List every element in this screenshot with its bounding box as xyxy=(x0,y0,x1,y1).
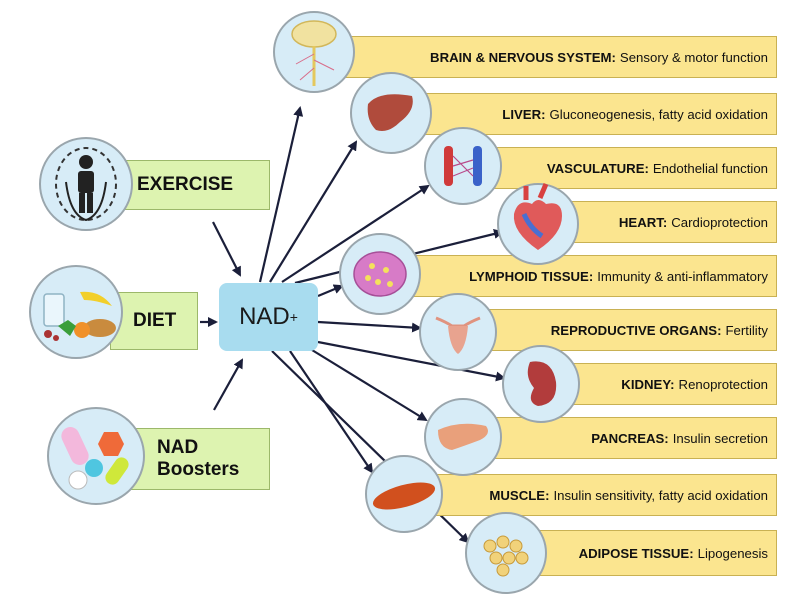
arrow-exercise-to-nad xyxy=(212,221,241,277)
organ-label-heart: HEART: xyxy=(618,214,668,230)
uterus-icon xyxy=(419,293,497,371)
arrow-nad-to-brain xyxy=(258,106,304,283)
pancreas-icon xyxy=(424,398,502,476)
organ-label-brain: BRAIN & NERVOUS SYSTEM: xyxy=(430,49,616,65)
output-box-muscle: MUSCLE:Insulin sensitivity, fatty acid o… xyxy=(405,474,777,516)
fat-cells-icon xyxy=(465,512,547,594)
arrow-nad-to-kidney xyxy=(317,340,506,382)
organ-label-lymphoid: LYMPHOID TISSUE: xyxy=(469,268,594,284)
supplement-pills-icon xyxy=(47,407,145,505)
output-box-reproductive: REPRODUCTIVE ORGANS:Fertility xyxy=(455,309,777,351)
arrow-nad-to-reproductive xyxy=(317,320,422,333)
nad-node: NAD+ xyxy=(219,283,318,351)
function-label-pancreas: Insulin secretion xyxy=(672,430,768,446)
organ-label-kidney: KIDNEY: xyxy=(621,376,675,392)
arrow-nad-to-lymphoid xyxy=(317,284,344,298)
function-label-heart: Cardioprotection xyxy=(671,214,768,230)
nad-superscript: + xyxy=(289,309,298,325)
arrow-nad-to-vasculature xyxy=(281,184,430,283)
output-box-kidney: KIDNEY:Renoprotection xyxy=(545,363,777,405)
organ-label-muscle: MUSCLE: xyxy=(489,487,550,503)
output-box-vasculature: VASCULATURE:Endothelial function xyxy=(465,147,777,189)
input-box-exercise: EXERCISE xyxy=(120,160,270,210)
input-label-diet: DIET xyxy=(133,310,177,331)
input-box-nad-boosters: NAD Boosters xyxy=(118,428,270,490)
arrow-nad-to-muscle xyxy=(289,350,374,474)
function-label-muscle: Insulin sensitivity, fatty acid oxidatio… xyxy=(553,487,768,503)
input-label-nad-boosters: NAD Boosters xyxy=(157,437,240,480)
input-box-diet: DIET xyxy=(110,292,198,350)
organ-label-liver: LIVER: xyxy=(502,106,546,122)
function-label-adipose: Lipogenesis xyxy=(697,545,768,561)
kidney-icon xyxy=(502,345,580,423)
brain-icon xyxy=(273,11,355,93)
food-icon xyxy=(29,265,123,359)
organ-label-vasculature: VASCULATURE: xyxy=(546,160,649,176)
arrow-nad-to-liver xyxy=(269,140,358,283)
blood-vessel-icon xyxy=(424,127,502,205)
output-box-pancreas: PANCREAS:Insulin secretion xyxy=(470,417,777,459)
liver-icon xyxy=(350,72,432,154)
input-label-exercise: EXERCISE xyxy=(137,174,234,195)
function-label-vasculature: Endothelial function xyxy=(652,160,768,176)
muscle-icon xyxy=(365,455,443,533)
organ-label-pancreas: PANCREAS: xyxy=(591,430,669,446)
function-label-lymphoid: Immunity & anti-inflammatory xyxy=(597,268,768,284)
function-label-reproductive: Fertility xyxy=(725,322,769,338)
nad-label: NAD xyxy=(239,303,290,330)
function-label-brain: Sensory & motor function xyxy=(619,49,768,65)
organ-label-adipose: ADIPOSE TISSUE: xyxy=(578,545,694,561)
output-box-lymphoid: LYMPHOID TISSUE:Immunity & anti-inflamma… xyxy=(385,255,777,297)
arrow-boosters-to-nad xyxy=(213,358,243,411)
function-label-liver: Gluconeogenesis, fatty acid oxidation xyxy=(549,106,768,122)
lymph-node-icon xyxy=(339,233,421,315)
arrow-nad-to-pancreas xyxy=(311,349,428,422)
output-box-brain: BRAIN & NERVOUS SYSTEM:Sensory & motor f… xyxy=(330,36,777,78)
function-label-kidney: Renoprotection xyxy=(678,376,768,392)
jump-rope-person-icon xyxy=(39,137,133,231)
heart-icon xyxy=(497,183,579,265)
organ-label-reproductive: REPRODUCTIVE ORGANS: xyxy=(550,322,722,338)
